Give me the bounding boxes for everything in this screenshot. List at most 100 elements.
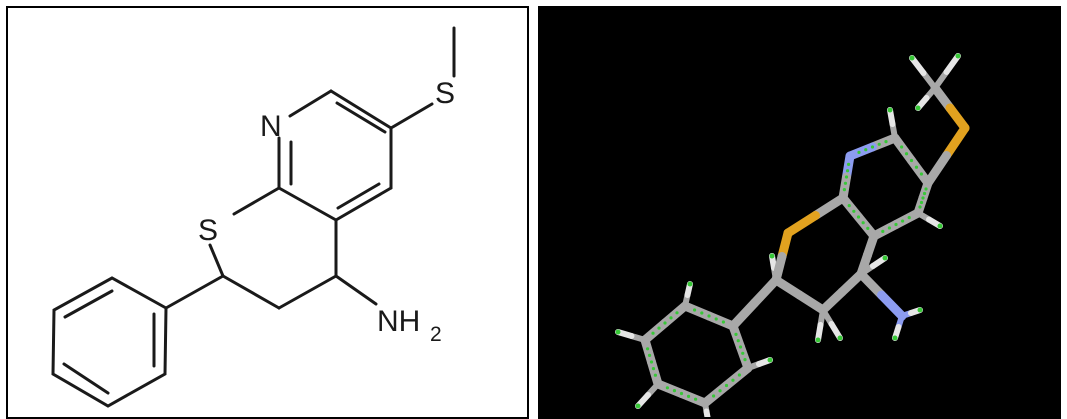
aromatic-dot-8	[647, 353, 652, 357]
bond-SMe-1	[942, 123, 970, 160]
bond-C4a-12	[863, 231, 879, 260]
skeletal-structure: N S S NH 2	[51, 26, 456, 408]
aromatic-dot-1	[870, 145, 875, 149]
aromatic-dot-3	[866, 226, 870, 230]
aromatic-dot-4	[894, 222, 898, 227]
aromatic-dot-3	[852, 209, 856, 213]
phenyl-ring	[51, 276, 168, 408]
model-3d-panel	[538, 6, 1061, 419]
aromatic-dot-11	[743, 358, 747, 362]
aromatic-dot-6	[714, 317, 718, 321]
bond-c-c	[334, 186, 393, 222]
aromatic-dot-6	[721, 320, 725, 324]
aromatic-dot-9	[679, 391, 684, 396]
bond-Cr1-1	[923, 151, 951, 188]
aromatic-dot-1	[877, 142, 881, 146]
aromatic-dot-7	[675, 311, 679, 315]
aromatic-dot-7	[663, 321, 667, 325]
hydrogen-tip-6	[815, 337, 821, 343]
bond-P6-19	[722, 363, 753, 390]
aromatic-dot-6	[707, 314, 711, 318]
bond-c-c	[329, 89, 393, 130]
phenyl-double-2	[62, 362, 110, 395]
aromatic-dot-6	[693, 308, 697, 312]
aromatic-dot-10	[737, 373, 741, 377]
atom-sulfur-methyl: S	[435, 77, 455, 110]
aromatic-dot-5	[921, 196, 925, 200]
aromatic-dot-11	[736, 339, 740, 343]
aromatic-dot-6	[700, 311, 704, 315]
aromatic-dot-7	[657, 326, 661, 330]
hydrogen-tip-11	[687, 281, 693, 287]
bond-C8a-8	[811, 193, 848, 220]
aromatic-dot-9	[672, 389, 677, 393]
bond-s-c	[208, 243, 225, 278]
hydrogen-tip-12	[615, 329, 621, 335]
hydrogen-tip-4	[937, 223, 943, 229]
bond-c-c	[277, 186, 338, 222]
hydrogen-stick-14	[703, 408, 711, 417]
aromatic-dot-4	[887, 226, 891, 230]
bond-Cr2-2	[890, 133, 916, 165]
aromatic-dot-7	[669, 316, 673, 320]
phenyl-double-1	[63, 289, 114, 319]
aromatic-dot-3	[861, 221, 865, 225]
aromatic-dot-4	[901, 219, 905, 223]
atom-sulfur-ring: S	[198, 214, 218, 247]
hydrogen-stick-7	[828, 321, 843, 341]
hydrogen-tip-7	[837, 335, 843, 341]
bond-n-c	[288, 89, 333, 118]
atom-amine-subscript: 2	[430, 323, 442, 346]
bond-c-s	[389, 102, 434, 130]
aromatic-dot-11	[741, 351, 745, 355]
bond-Sr-8	[783, 211, 820, 238]
bond-c-phenyl	[164, 274, 225, 310]
aromatic-dot-8	[646, 347, 650, 351]
hydrogen-tip-3	[887, 107, 893, 113]
aromatic-dot-5	[919, 200, 924, 205]
bond-C4-13	[856, 269, 886, 300]
aromatic-dot-5	[918, 205, 922, 209]
hydrogen-stick-1	[943, 53, 961, 75]
aromatic-dot-5	[924, 187, 928, 191]
aromatic-dot-0	[914, 165, 919, 169]
aromatic-dot-10	[718, 389, 722, 393]
aromatic-dot-4	[881, 229, 885, 233]
aromatic-dot-0	[909, 158, 914, 163]
bond-C2-10	[771, 275, 804, 300]
hydrogen-tip-8	[882, 255, 888, 261]
bond-C3-10	[795, 290, 828, 315]
aromatic-dot-5	[922, 191, 927, 196]
hydrogen-tip-0	[909, 55, 915, 61]
atom-nitrogen: N	[260, 110, 282, 143]
aromatic-dot-9	[694, 397, 698, 401]
aromatic-dot-0	[919, 172, 923, 176]
hydrogen-stick-6	[815, 322, 824, 343]
aromatic-dot-11	[738, 345, 743, 349]
bond-c-c	[277, 274, 338, 310]
bond-C2-14	[750, 275, 781, 308]
bond-P5-19	[700, 381, 731, 408]
hydrogen-tip-13	[635, 403, 641, 409]
aromatic-dot-1	[864, 148, 868, 152]
bond-P1-20	[728, 321, 745, 352]
bond-c-c-double	[336, 182, 381, 210]
atom-amine: NH	[377, 305, 420, 338]
aromatic-dot-0	[904, 152, 909, 156]
aromatic-dot-3	[847, 204, 851, 208]
aromatic-dot-1	[857, 150, 861, 154]
aromatic-dot-2	[847, 162, 851, 166]
aromatic-dot-10	[724, 383, 729, 388]
hydrogen-tip-5	[769, 253, 775, 259]
hydrogen-tip-2	[915, 105, 921, 111]
bond-NH-13	[877, 290, 907, 321]
aromatic-dot-4	[907, 216, 911, 220]
aromatic-dot-2	[845, 169, 850, 173]
aromatic-dot-2	[843, 181, 848, 185]
stick-model	[615, 53, 970, 417]
bond-c-s	[232, 186, 281, 216]
aromatic-dot-7	[651, 331, 655, 335]
bond-c-c-double	[335, 101, 387, 134]
hydrogen-stick-0	[909, 55, 927, 76]
aromatic-dot-8	[649, 360, 654, 364]
